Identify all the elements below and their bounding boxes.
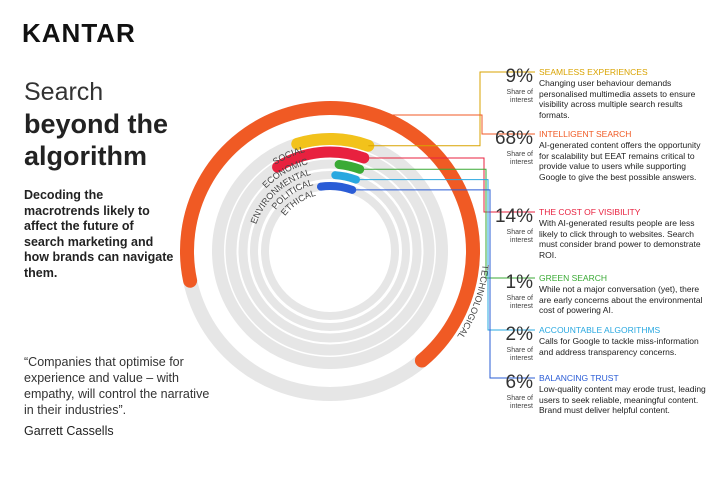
- connector-line: [374, 114, 535, 135]
- connector-line: [368, 71, 535, 147]
- ring-track: [250, 171, 410, 331]
- quote-author: Garrett Cassells: [24, 424, 114, 438]
- insight-description: Calls for Google to tackle miss-informat…: [539, 336, 699, 357]
- arc-ethical: [316, 182, 357, 194]
- arc-environmental: [334, 159, 365, 174]
- insight-percent: 1%: [505, 272, 533, 293]
- insight-percent: 14%: [494, 206, 533, 227]
- insight-percent-label: Share of interest: [506, 295, 533, 310]
- insight-description: Low-quality content may erode trust, lea…: [539, 384, 706, 415]
- insight-title: GREEN SEARCH: [539, 273, 608, 283]
- arc-technological: [180, 101, 480, 368]
- page-subtitle: Decoding the macrotrends likely to affec…: [24, 188, 174, 280]
- insight-title: THE COST OF VISIBILITY: [539, 207, 641, 217]
- arc-social: [291, 133, 375, 152]
- insight-title: ACCOUNTABLE ALGORITHMS: [539, 325, 661, 335]
- arc-economic: [272, 146, 370, 173]
- page-title-light: Search: [24, 78, 104, 106]
- connector-line: [352, 189, 535, 379]
- insight-description: Changing user behaviour demands personal…: [539, 78, 696, 120]
- insight-description: AI-generated content offers the opportun…: [539, 140, 701, 182]
- insight-description: While not a major conversation (yet), th…: [539, 284, 703, 315]
- insight-title: SEAMLESS EXPERIENCES: [539, 67, 648, 77]
- insight-percent-label: Share of interest: [506, 89, 533, 104]
- kantar-logo: KANTAR: [22, 18, 136, 48]
- insight-description: With AI-generated results people are les…: [539, 218, 701, 260]
- ring-track: [238, 159, 422, 343]
- insight-percent-label: Share of interest: [506, 229, 533, 244]
- ring-track: [225, 146, 435, 356]
- arc-political: [331, 171, 360, 184]
- insight-percent-label: Share of interest: [506, 347, 533, 362]
- insight-percent-label: Share of interest: [506, 151, 533, 166]
- insight-percent: 9%: [505, 66, 533, 87]
- insight-percent: 6%: [505, 372, 533, 393]
- insight-percent-label: Share of interest: [506, 395, 533, 410]
- page-title-bold: beyond the algorithm: [24, 109, 169, 171]
- insight-title: BALANCING TRUST: [539, 373, 619, 383]
- insight-percent: 68%: [494, 128, 533, 149]
- connector-line: [359, 168, 535, 279]
- quote-text: “Companies that optimise for experience …: [24, 355, 210, 417]
- insight-percent: 2%: [505, 324, 533, 345]
- connector-line: [363, 157, 535, 213]
- connector-line: [355, 179, 535, 331]
- insight-title: INTELLIGENT SEARCH: [539, 129, 632, 139]
